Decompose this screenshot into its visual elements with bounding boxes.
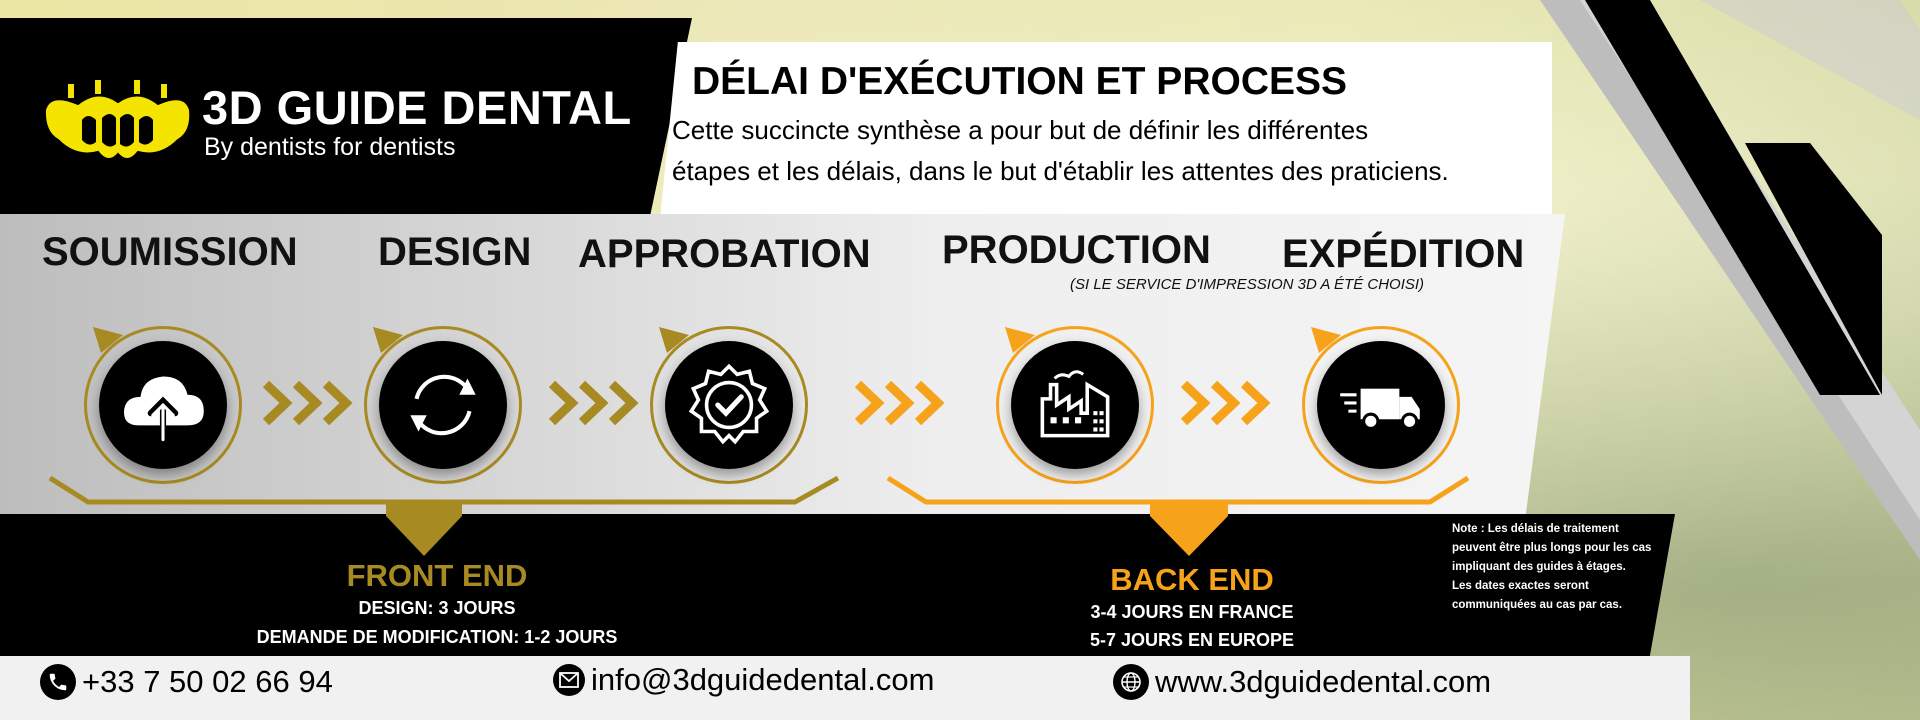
intro-text: Cette succincte synthèse a pour but de d… [672,110,1552,192]
step-label-approbation: APPROBATION [578,232,871,276]
contact-bar [0,656,1690,720]
step-label-production: PRODUCTION [942,228,1211,272]
brand-name: 3D GUIDE DENTAL [202,81,632,134]
front-end-line-2: DEMANDE DE MODIFICATION: 1-2 JOURS [256,627,618,647]
delivery-truck-icon [1340,388,1420,430]
triangle-marker-icon [1005,327,1035,353]
cloud-upload-icon [124,376,204,442]
phone-icon [40,664,76,700]
triangle-marker-icon [93,327,123,353]
factory-icon [1040,370,1110,438]
step-circle-soumission [84,326,242,484]
down-arrows [386,500,1228,556]
phases-panel [0,514,1675,656]
step-label-soumission: SOUMISSION [42,230,298,274]
step-note-production: (SI LE SERVICE D'IMPRESSION 3D A ÉTÉ CHO… [1070,276,1425,293]
phone-number: +33 7 50 02 66 94 [82,664,333,699]
contact-website[interactable]: www.3dguidedental.com [1113,664,1491,700]
website-url: www.3dguidedental.com [1155,664,1492,699]
note-line-3: impliquant des guides à étages. [1452,561,1626,573]
check-badge-icon [688,363,770,445]
chevrons-icon-2 [548,380,639,426]
back-end-line-1: 3-4 JOURS EN FRANCE [1090,602,1294,622]
triangle-marker-icon [659,327,689,353]
chevrons-icon-3 [854,380,945,426]
email-icon [553,664,585,696]
note-line-4: Les dates exactes seront [1452,580,1589,592]
note-line-1: Note : Les délais de traitement [1452,523,1619,535]
contact-email[interactable]: info@3dguidedental.com [553,662,934,698]
triangle-marker-icon [373,327,403,353]
step-circle-expedition [1302,326,1460,484]
step-circle-approbation [650,326,808,484]
intro-title: DÉLAI D'EXÉCUTION ET PROCESS [692,60,1348,103]
intro-line-2: étapes et les délais, dans le but d'étab… [672,156,1449,186]
refresh-cycle-icon [410,374,476,436]
front-end-line-1: DESIGN: 3 JOURS [358,598,516,618]
triangle-marker-icon [1311,327,1341,353]
chevrons-icon-1 [262,380,353,426]
intro-line-1: Cette succincte synthèse a pour but de d… [672,115,1369,145]
back-end-line-2: 5-7 JOURS EN EUROPE [1089,630,1295,650]
note-line-5: communiquées au cas par cas. [1452,599,1623,611]
note-text: Note : Les délais de traitement peuvent … [1452,520,1662,615]
front-end-title: FRONT END [346,558,528,593]
contact-phone[interactable]: +33 7 50 02 66 94 [40,664,333,700]
dental-logo-icon [43,80,192,160]
back-end-title: BACK END [1110,562,1274,597]
step-label-expedition: EXPÉDITION [1282,232,1525,276]
chevrons-icon-4 [1180,380,1271,426]
step-circle-production [996,326,1154,484]
note-line-2: peuvent être plus longs pour les cas [1452,542,1652,554]
brand-tagline: By dentists for dentists [204,133,456,161]
globe-icon [1113,664,1149,700]
email-address: info@3dguidedental.com [591,662,935,697]
intro-panel [660,42,1552,218]
step-label-design: DESIGN [378,230,532,274]
step-circle-design [364,326,522,484]
